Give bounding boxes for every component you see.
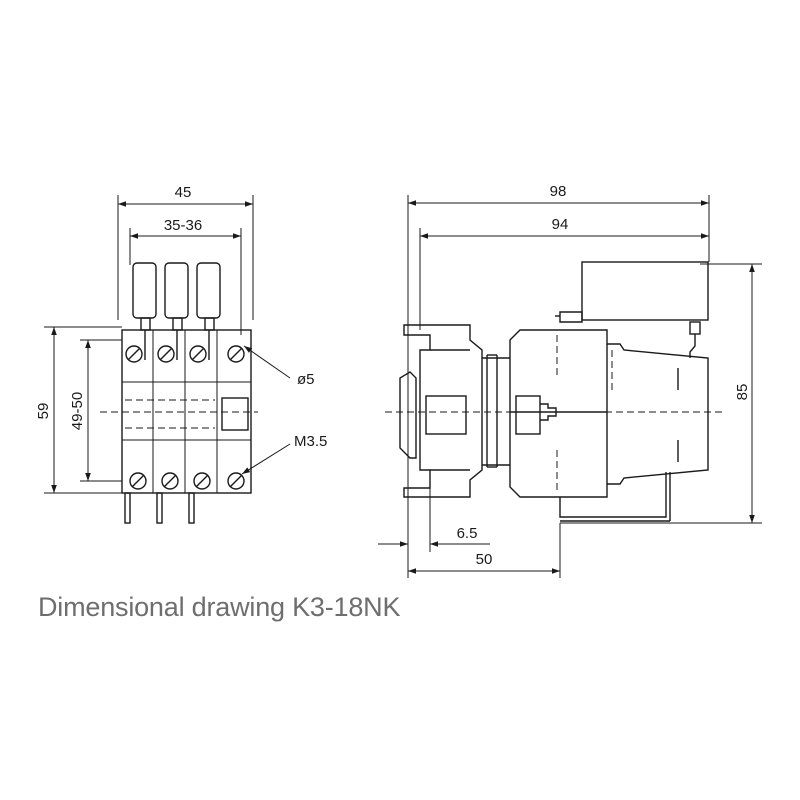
dimension-total-width: 45	[117, 184, 254, 320]
drawing-caption: Dimensional drawing K3-18NK	[38, 592, 401, 622]
dimension-body-depth: 94	[419, 216, 709, 330]
dim-label-50: 50	[476, 551, 493, 568]
dim-label-98: 98	[550, 183, 567, 200]
mounting-bracket	[559, 472, 671, 522]
capacitor-module	[555, 261, 709, 358]
capacitor-blocks	[132, 262, 221, 360]
dimension-total-depth: 98	[407, 183, 710, 578]
dimension-mount-height: 49-50	[69, 339, 122, 482]
dim-label-59: 59	[35, 403, 52, 420]
dim-label-85: 85	[734, 384, 751, 401]
dimension-terminal-span: 35-36	[129, 217, 242, 335]
dim-label-6-5: 6.5	[457, 525, 478, 542]
dimension-side-height: 85	[560, 263, 762, 524]
dim-label-94: 94	[552, 216, 569, 233]
dimension-rail-offset: 6.5	[378, 470, 490, 552]
label-screw-size: M3.5	[294, 433, 327, 450]
dim-label-35-36: 35-36	[164, 217, 202, 234]
dim-label-49-50: 49-50	[69, 392, 86, 430]
front-view: 45 35-36 59 49-50	[35, 184, 327, 524]
contactor-side	[486, 329, 709, 498]
contactor-front	[121, 329, 252, 524]
dimension-total-height: 59	[35, 326, 122, 494]
dim-label-45: 45	[175, 184, 192, 201]
dimension-rail-to-front: 50	[408, 523, 561, 578]
label-hole-diameter: ø5	[297, 371, 315, 388]
side-view: 98 94 85 6.5 50	[378, 183, 762, 578]
din-rail-profile	[399, 324, 510, 498]
